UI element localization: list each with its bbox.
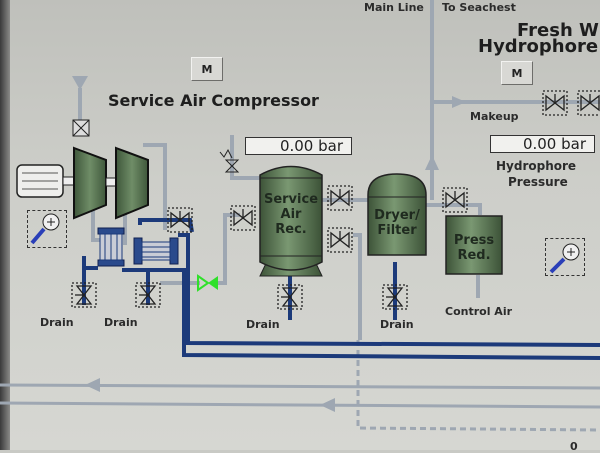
receiver-side-pipe (353, 233, 362, 340)
corner-text: 0 (570, 440, 578, 453)
dryer-to-reducer-pipe (425, 203, 482, 215)
fresh-water-title-line1: Fresh W (517, 20, 599, 41)
aftercooler-icon[interactable] (133, 237, 179, 265)
reducer-label-line2: Red. (457, 248, 491, 263)
open-valve-green-icon[interactable] (197, 274, 218, 292)
drain-label-3: Drain (246, 318, 280, 331)
control-air-label: Control Air (445, 305, 513, 318)
electric-motor-icon[interactable] (16, 164, 76, 198)
dryer-label-line1: Dryer/ (374, 208, 420, 223)
makeup-valve-2-icon[interactable] (577, 90, 600, 116)
receiver-drain-valve-icon[interactable] (277, 284, 303, 310)
damper-x-icon[interactable] (72, 119, 90, 137)
return-arrow-1 (85, 378, 100, 392)
screen-bezel-edge (0, 0, 10, 450)
receiver-inlet-pipe (215, 213, 240, 285)
reducer-inlet-valve-icon[interactable] (442, 187, 468, 213)
compressor-stage-2-icon[interactable] (115, 146, 149, 220)
service-air-pressure-readout: 0.00 bar (245, 137, 352, 155)
cooler-drain-left-pipe (82, 256, 98, 270)
drain-label-2: Drain (104, 316, 138, 329)
magnifier-plus-icon[interactable] (549, 243, 580, 274)
hydrophore-mode-button[interactable]: M (501, 61, 533, 85)
relief-valve-icon[interactable] (219, 148, 240, 173)
dryer-filter-label: Dryer/ Filter (366, 208, 428, 238)
pressure-reducer-vessel[interactable] (445, 215, 503, 275)
dryer-label-line2: Filter (377, 223, 417, 238)
service-air-receiver-label: Service Air Rec. (258, 192, 324, 237)
intake-arrow (72, 76, 88, 90)
magnifier-plus-icon[interactable] (30, 213, 60, 245)
drain-label-4: Drain (380, 318, 414, 331)
compressor-stage-1-icon[interactable] (73, 146, 107, 220)
main-line-arrow (425, 155, 439, 170)
makeup-arrow (452, 96, 466, 108)
blue-pipes (82, 218, 600, 360)
service-air-compressor-title: Service Air Compressor (108, 91, 319, 110)
drain-label-1: Drain (40, 316, 74, 329)
makeup-check-valve-icon[interactable] (542, 90, 568, 116)
receiver-label-line3: Rec. (275, 222, 307, 237)
fresh-water-title-line2: Hydrophore (478, 36, 599, 57)
zoom-button-control-air[interactable] (545, 238, 585, 276)
compressor-mode-button[interactable]: M (191, 57, 223, 81)
return-line-2 (0, 401, 600, 409)
receiver-label-line2: Air (280, 207, 302, 222)
discharge-valve-icon[interactable] (167, 207, 193, 233)
intercooler-icon[interactable] (97, 227, 125, 267)
reducer-label-line1: Press (453, 233, 495, 248)
coupling-icon (105, 177, 117, 187)
drain-valve-left-icon[interactable] (71, 282, 97, 308)
main-line-label: Main Line (364, 1, 424, 14)
flow-arrows (72, 76, 466, 412)
dryer-drain-valve-icon[interactable] (382, 284, 408, 310)
drain-valve-mid-icon[interactable] (135, 282, 161, 308)
makeup-label: Makeup (470, 110, 519, 123)
receiver-outlet-valve-icon[interactable] (327, 185, 353, 211)
seachest-line (356, 340, 600, 432)
receiver-label-line1: Service (263, 192, 319, 207)
receiver-inlet-valve-icon[interactable] (230, 205, 256, 231)
return-arrow-2 (320, 398, 335, 412)
to-seachest-label: To Seachest (442, 1, 516, 14)
zoom-button-compressor[interactable] (27, 210, 67, 248)
service-air-receiver-vessel[interactable] (259, 165, 323, 277)
hydrophore-pressure-label-2: Pressure (508, 175, 568, 189)
receiver-bypass-valve-icon[interactable] (327, 227, 353, 253)
cooling-water-out (122, 268, 600, 360)
relief-branch-pipe (230, 135, 262, 180)
dryer-filter-vessel[interactable] (367, 173, 427, 256)
hydrophore-pressure-label-1: Hydrophore (496, 159, 577, 173)
hydrophore-pressure-readout: 0.00 bar (490, 135, 595, 153)
compressor-discharge-pipe (143, 143, 167, 230)
cooler-loop-pipe (138, 218, 194, 233)
pressure-reducer-label: Press Red. (446, 233, 502, 263)
cooling-water-in (178, 233, 600, 347)
